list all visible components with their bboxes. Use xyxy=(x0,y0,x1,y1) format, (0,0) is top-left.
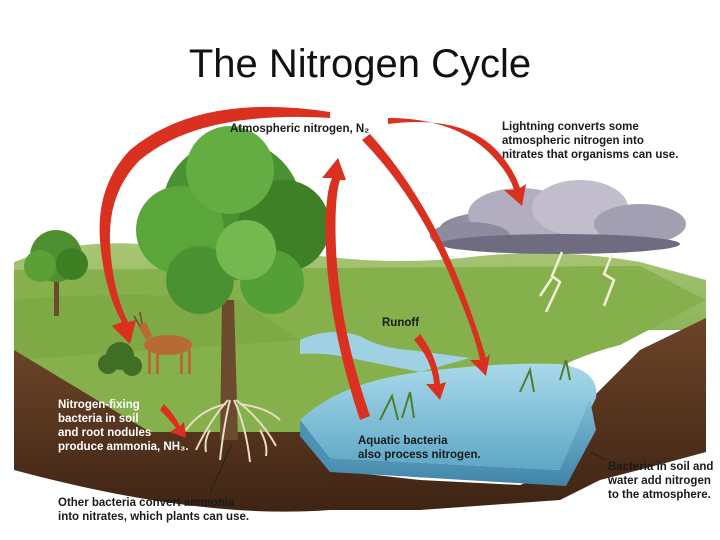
label-runoff: Runoff xyxy=(382,316,419,330)
label-nitrogen-fixing: Nitrogen-fixing bacteria in soil and roo… xyxy=(58,398,189,454)
label-soil-bacteria: Bacteria in soil and water add nitrogen … xyxy=(608,460,713,502)
label-atmospheric-nitrogen: Atmospheric nitrogen, N₂ xyxy=(230,122,369,136)
storm-cloud xyxy=(430,180,686,254)
label-lightning: Lightning converts some atmospheric nitr… xyxy=(502,120,678,162)
label-aquatic-bacteria: Aquatic bacteria also process nitrogen. xyxy=(358,434,481,462)
label-other-bacteria: Other bacteria convert ammonia into nitr… xyxy=(58,496,249,524)
